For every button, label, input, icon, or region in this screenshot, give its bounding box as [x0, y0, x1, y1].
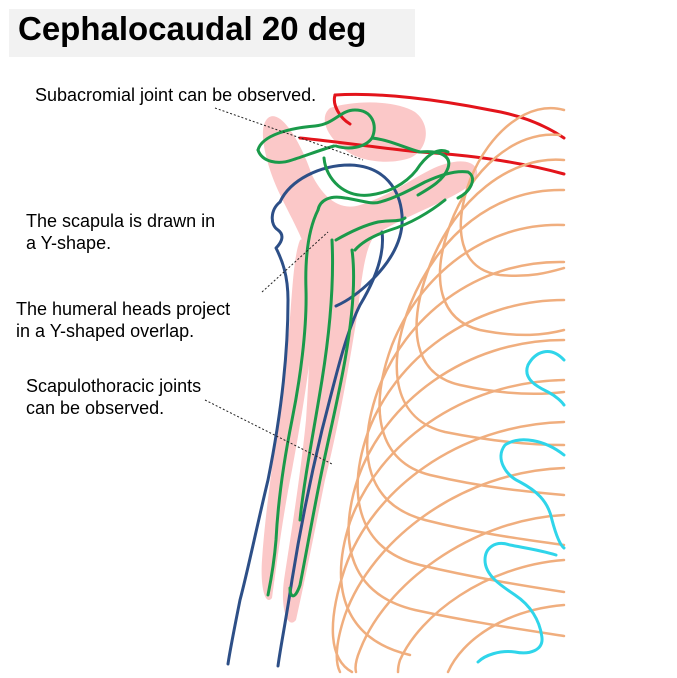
annotation-humeral-line2: in a Y-shaped overlap. [16, 321, 195, 341]
leader-lines [204, 107, 364, 465]
highlight-regions [261, 102, 478, 623]
annotation-subacromial: Subacromial joint can be observed. [35, 85, 317, 105]
diagram-title: Cephalocaudal 20 deg [18, 10, 367, 47]
annotation-scapula-line2: a Y-shape. [26, 233, 112, 253]
annotation-scapulothoracic-line1: Scapulothoracic joints [26, 376, 202, 396]
lung-outline [476, 350, 566, 664]
scapula-outline [256, 108, 474, 598]
annotation-scapulothoracic-line2: can be observed. [26, 398, 165, 418]
annotation-scapula-line1: The scapula is drawn in [26, 211, 216, 231]
humerus-outline [226, 163, 404, 668]
rib-contours [331, 106, 566, 674]
title-background [9, 9, 415, 57]
leader-humeral [261, 231, 329, 293]
annotation-humeral-line1: The humeral heads project [16, 299, 231, 319]
